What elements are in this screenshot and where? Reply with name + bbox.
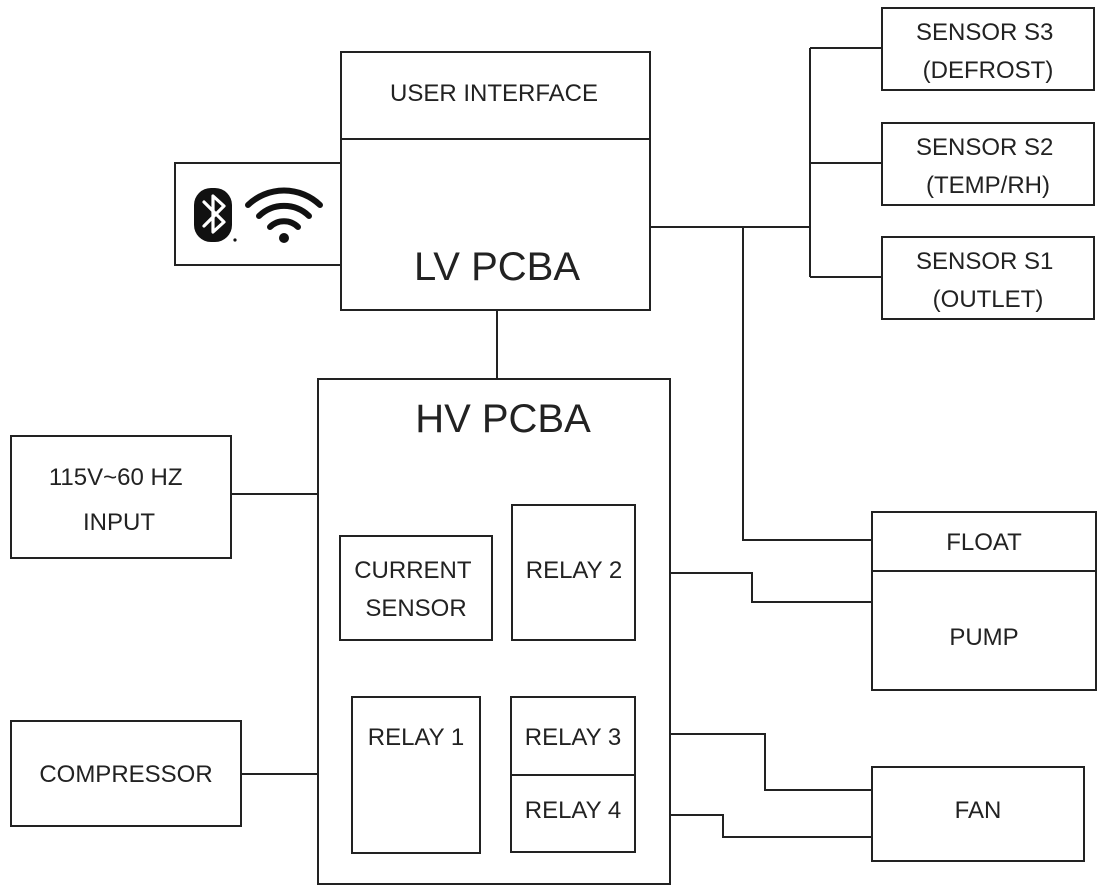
compressor-block [10, 720, 242, 827]
relay-1-block [351, 696, 481, 854]
sensor-s3-label: SENSOR S3 (DEFROST) [916, 19, 1060, 84]
lv-pcba-block [340, 51, 651, 311]
sensor-s1-block [881, 236, 1095, 320]
lv-pcba-label: LV PCBA [414, 245, 580, 289]
sensor-s1-label: SENSOR S1 (OUTLET) [916, 248, 1060, 313]
wifi-icon [245, 187, 323, 243]
power-input-label: 115V~60 HZ INPUT [49, 464, 189, 536]
compressor-label: COMPRESSOR [39, 761, 212, 788]
sensor-s3-block [881, 7, 1095, 91]
relay-3-label: RELAY 3 [525, 724, 622, 751]
fan-label: FAN [955, 797, 1002, 824]
float-pump-block [871, 511, 1097, 691]
pump-label: PUMP [949, 624, 1018, 651]
user-interface-label: USER INTERFACE [390, 80, 598, 107]
current-sensor-label: CURRENT SENSOR [354, 557, 478, 622]
float-label: FLOAT [946, 529, 1022, 556]
bluetooth-icon [194, 188, 237, 242]
sensor-s2-label: SENSOR S2 (TEMP/RH) [916, 134, 1060, 199]
current-sensor-block [339, 535, 493, 641]
relay-2-block [511, 504, 636, 641]
relay-2-label: RELAY 2 [526, 557, 623, 584]
connection-lines [231, 47, 882, 838]
power-input-block [10, 435, 232, 559]
relay-4-label: RELAY 4 [525, 797, 622, 824]
sensor-s2-block [881, 122, 1095, 206]
fan-block [871, 766, 1085, 862]
hv-pcba-label: HV PCBA [415, 397, 591, 441]
relay-1-label: RELAY 1 [368, 724, 465, 751]
